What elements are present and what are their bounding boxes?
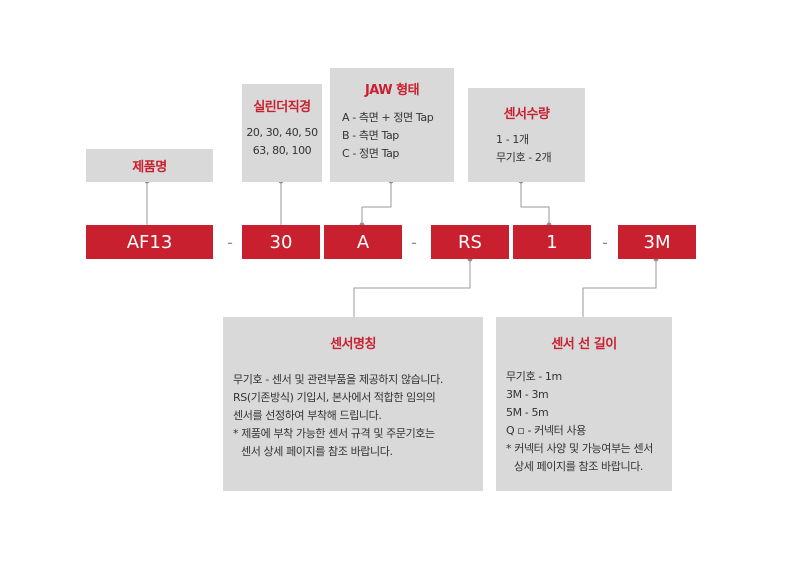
cylinder-bore-values: 20, 30, 40, 50 63, 80, 100: [242, 124, 322, 160]
code-part-model: AF13: [86, 225, 213, 259]
cylinder-bore-box: 실린더직경 20, 30, 40, 50 63, 80, 100: [242, 84, 322, 182]
code-separator: -: [411, 233, 417, 252]
product-name-box: 제품명: [86, 149, 213, 182]
code-part-cable: 3M: [618, 225, 696, 259]
cylinder-bore-line: 20, 30, 40, 50: [246, 126, 318, 139]
sensor-cable-line: 무기호 - 1m: [506, 370, 562, 383]
sensor-cable-line: 5M - 5m: [506, 406, 549, 419]
jaw-type-option: A - 측면 + 정면 Tap: [342, 111, 434, 124]
sensor-cable-title: 센서 선 길이: [551, 337, 617, 352]
code-separator: -: [227, 233, 233, 252]
sensor-name-title: 센서명칭: [330, 337, 376, 352]
sensor-cable-line: 3M - 3m: [506, 388, 549, 401]
cylinder-bore-line: 63, 80, 100: [252, 144, 312, 157]
jaw-type-option: C - 정면 Tap: [342, 147, 400, 160]
cylinder-bore-title: 실린더직경: [253, 100, 311, 115]
sensor-name-line: RS(기존방식) 기입시, 본사에서 적합한 임의의: [233, 391, 436, 404]
sensor-cable-line: 상세 페이지를 참조 바랍니다.: [514, 460, 644, 473]
sensor-qty-box: 센서수량 1 - 1개 무기호 - 2개: [468, 88, 585, 182]
code-separator: -: [602, 233, 608, 252]
connector-sensor-qty: [520, 181, 550, 225]
sensor-name-line: 무기호 - 센서 및 관련부품을 제공하지 않습니다.: [233, 373, 443, 386]
sensor-qty-options: 1 - 1개 무기호 - 2개: [468, 131, 585, 167]
code-part-sensor-qty: 1: [513, 225, 591, 259]
connector-sensor-name: [353, 259, 471, 317]
connector-sensor-cable: [582, 259, 657, 317]
sensor-name-description: 무기호 - 센서 및 관련부품을 제공하지 않습니다. RS(기존방식) 기입시…: [223, 371, 483, 461]
sensor-qty-option: 무기호 - 2개: [496, 151, 552, 164]
jaw-type-title: JAW 형태: [364, 83, 420, 98]
code-part-sensor: RS: [431, 225, 509, 259]
code-part-bore: 30: [242, 225, 320, 259]
product-name-title: 제품명: [132, 160, 167, 175]
jaw-type-options: A - 측면 + 정면 Tap B - 측면 Tap C - 정면 Tap: [330, 109, 454, 163]
sensor-name-line: * 제품에 부착 가능한 센서 규격 및 주문기호는: [233, 427, 435, 440]
sensor-name-line: 센서를 선정하여 부착해 드립니다.: [233, 409, 382, 422]
sensor-qty-title: 센서수량: [503, 107, 550, 122]
sensor-cable-box: 센서 선 길이 무기호 - 1m 3M - 3m 5M - 5m Q ▫ - 커…: [496, 317, 672, 491]
jaw-type-option: B - 측면 Tap: [342, 129, 399, 142]
sensor-name-line: 센서 상세 페이지를 참조 바랍니다.: [241, 445, 393, 458]
sensor-name-box: 센서명칭 무기호 - 센서 및 관련부품을 제공하지 않습니다. RS(기존방식…: [223, 317, 483, 491]
jaw-type-box: JAW 형태 A - 측면 + 정면 Tap B - 측면 Tap C - 정면…: [330, 68, 454, 182]
connector-jaw-type: [361, 181, 392, 225]
sensor-cable-line: Q ▫ - 커넥터 사용: [506, 424, 586, 437]
sensor-cable-options: 무기호 - 1m 3M - 3m 5M - 5m Q ▫ - 커넥터 사용 * …: [496, 368, 672, 476]
sensor-qty-option: 1 - 1개: [496, 133, 529, 146]
code-part-jaw: A: [324, 225, 402, 259]
sensor-cable-line: * 커넥터 사양 및 가능여부는 센서: [506, 442, 653, 455]
